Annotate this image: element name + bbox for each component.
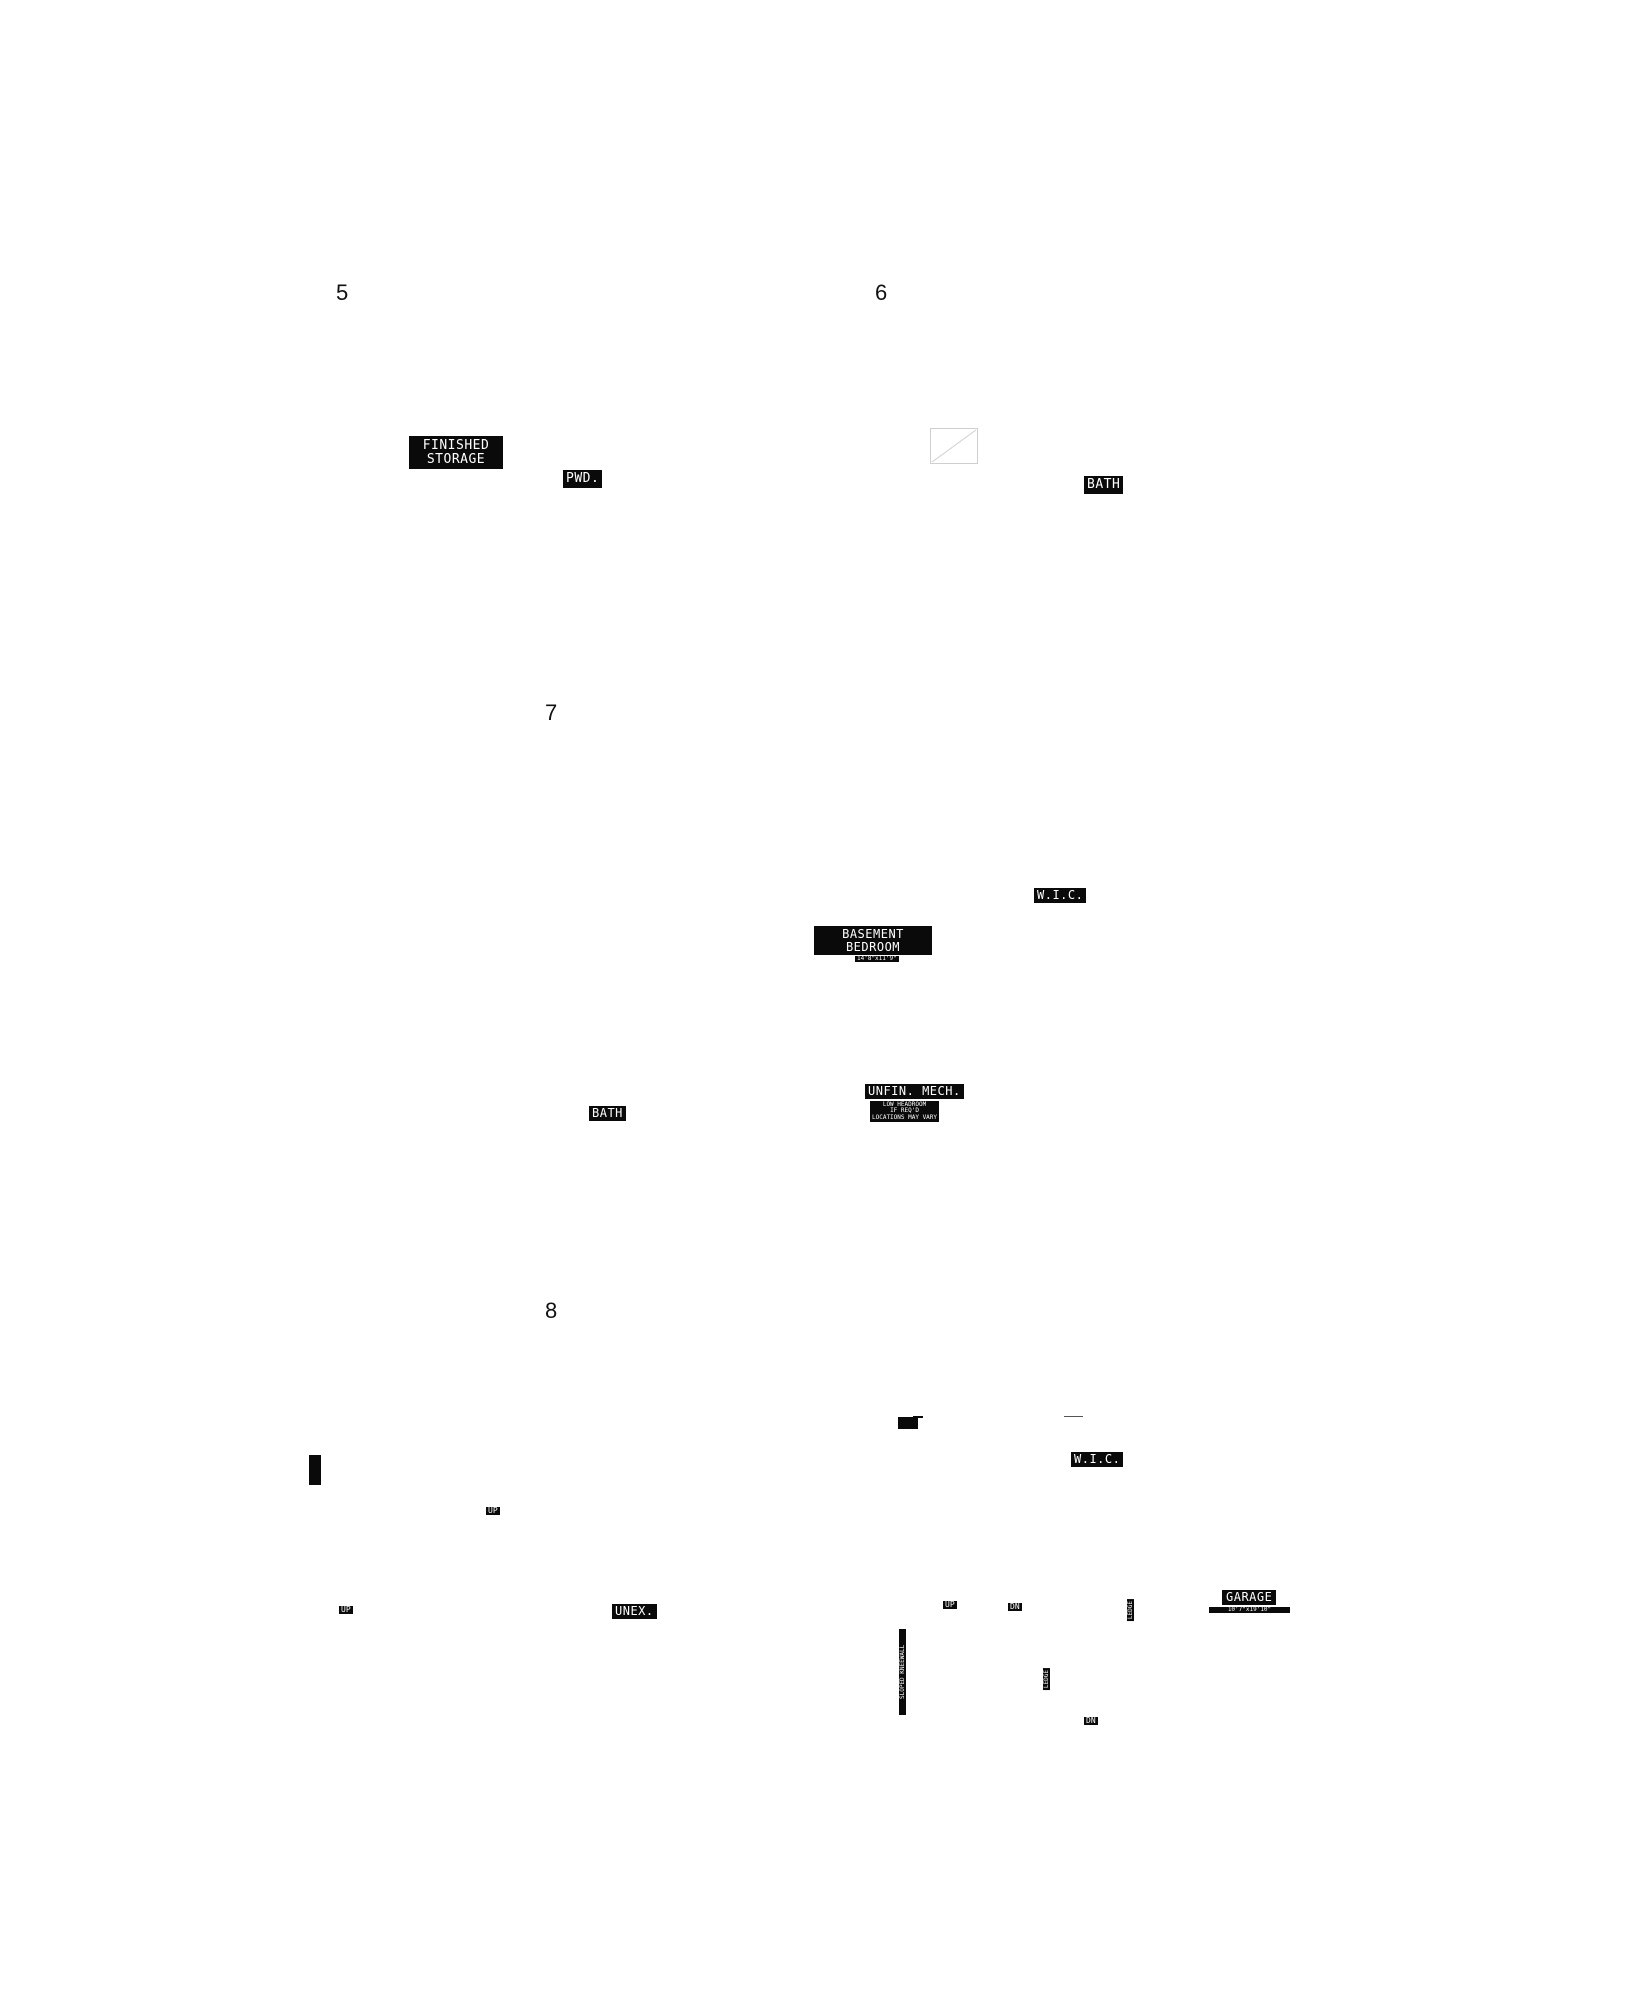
label-wic-plan8: W.I.C. bbox=[1071, 1452, 1124, 1467]
wall-line-top-right bbox=[1064, 1416, 1083, 1417]
plan-number-7: 7 bbox=[545, 700, 558, 725]
label-up-3: UP bbox=[943, 1600, 957, 1610]
wall-segment-top bbox=[898, 1417, 918, 1429]
label-ledge-1: LEDGE bbox=[1127, 1599, 1134, 1622]
label-up-1: UP bbox=[486, 1506, 500, 1516]
label-dn-2: DN bbox=[1084, 1716, 1098, 1726]
label-mech-note-line1: LOW HEADROOM bbox=[882, 1101, 927, 1108]
wall-segment-top-thin bbox=[913, 1416, 923, 1418]
label-finished-storage-line1: FINISHED bbox=[422, 438, 490, 453]
label-dn-1: DN bbox=[1008, 1602, 1022, 1612]
label-finished-storage: FINISHED STORAGE bbox=[409, 436, 503, 470]
label-unfin-mech: UNFIN. MECH. bbox=[865, 1084, 964, 1099]
label-finished-storage-line2: STORAGE bbox=[426, 451, 486, 467]
label-basement-bedroom: BASEMENT BEDROOM bbox=[814, 926, 932, 956]
label-ledge-2: LEDGE bbox=[1043, 1668, 1050, 1691]
window-symbol bbox=[930, 428, 978, 464]
label-basement-line2: BEDROOM bbox=[845, 939, 901, 954]
label-unex: UNEX. bbox=[612, 1604, 657, 1619]
label-basement-line1: BASEMENT bbox=[842, 927, 904, 941]
label-pwd: PWD. bbox=[563, 470, 603, 488]
label-mech-note-line3: LOCATIONS MAY VARY bbox=[872, 1113, 938, 1121]
label-up-2: UP bbox=[339, 1605, 353, 1615]
label-garage-dimension: 10'7"x19'10" bbox=[1209, 1606, 1290, 1614]
label-mech-note-line2: IF REQ'D bbox=[890, 1107, 919, 1115]
wall-segment-left bbox=[309, 1455, 321, 1485]
label-bath-plan7: BATH bbox=[589, 1106, 626, 1121]
label-bath-plan6: BATH bbox=[1084, 476, 1124, 494]
plan-number-8: 8 bbox=[545, 1298, 558, 1323]
plan-number-5: 5 bbox=[336, 280, 349, 305]
label-basement-dimension: 14'8"x11'9" bbox=[855, 955, 899, 963]
plan-number-6: 6 bbox=[875, 280, 888, 305]
label-garage: GARAGE bbox=[1222, 1590, 1277, 1605]
label-sloped-kneewall: SLOPED KNEEWALL bbox=[899, 1629, 906, 1715]
label-mech-note: LOW HEADROOM IF REQ'D LOCATIONS MAY VARY bbox=[870, 1101, 940, 1122]
label-wic-plan7: W.I.C. bbox=[1034, 888, 1087, 903]
